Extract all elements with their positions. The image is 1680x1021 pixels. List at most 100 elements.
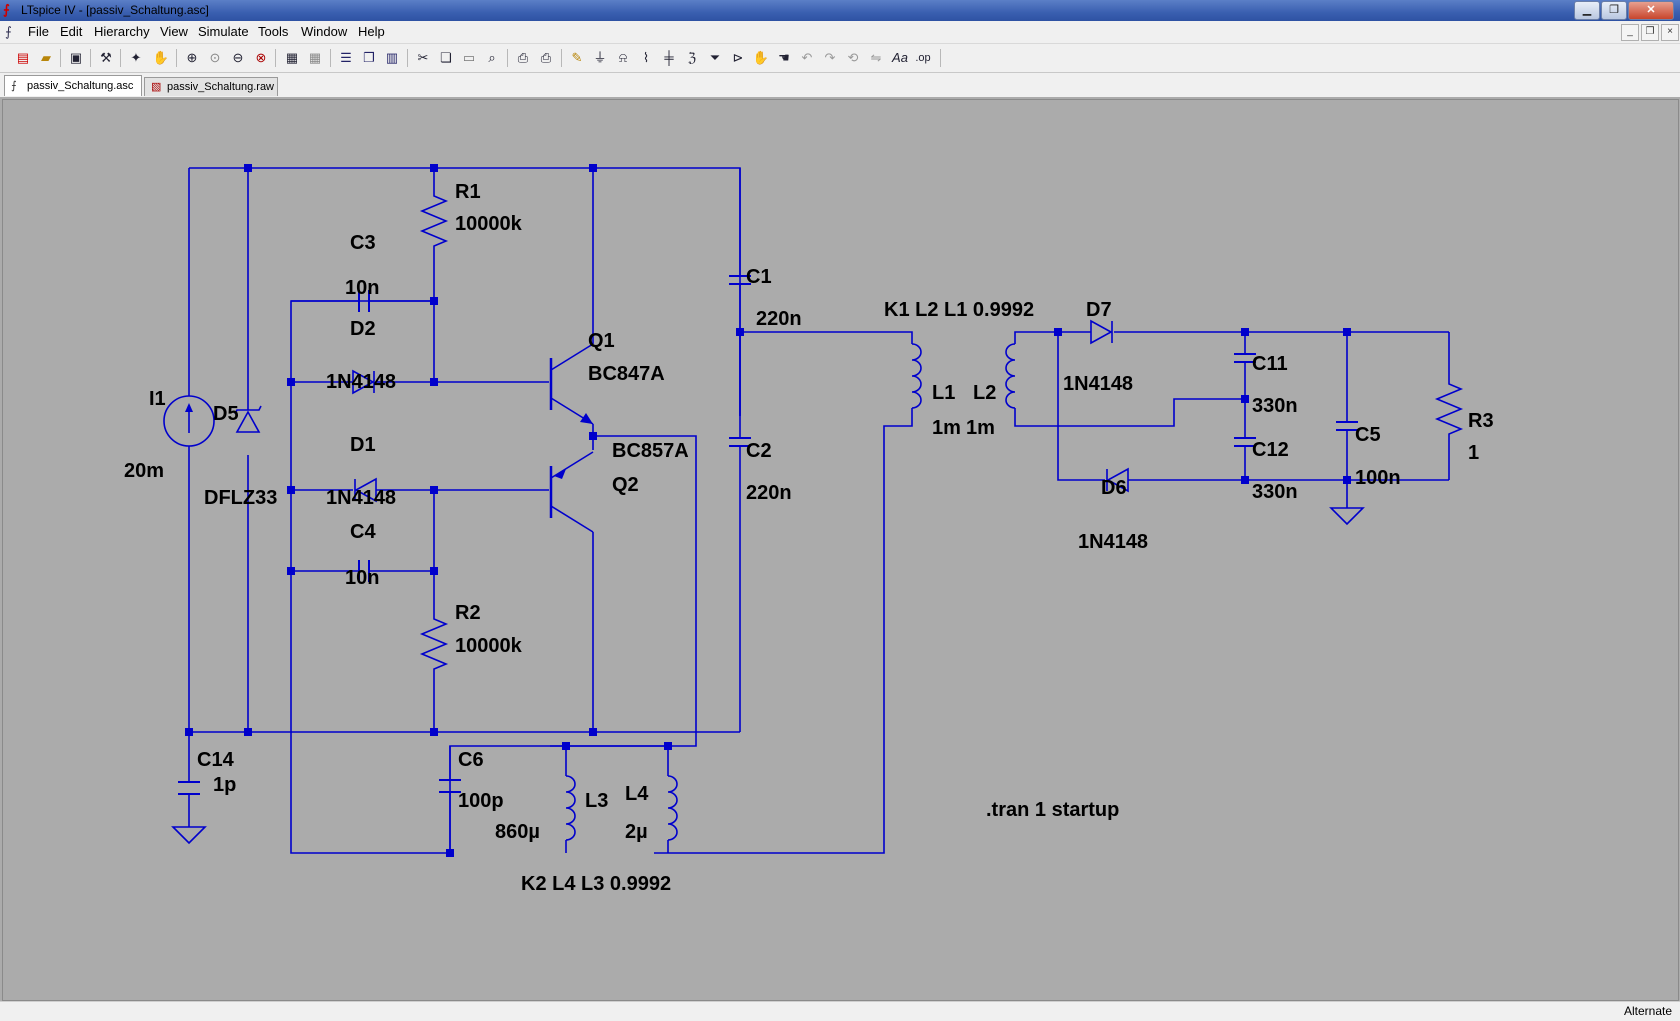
menu-edit[interactable]: Edit <box>60 24 83 39</box>
drag-icon[interactable]: ☚ <box>778 50 790 65</box>
d5-name[interactable]: D5 <box>213 403 239 425</box>
label-net-icon[interactable]: ⍾ <box>618 50 628 65</box>
move-icon[interactable]: ✋ <box>752 50 770 65</box>
d6-name[interactable]: D6 <box>1101 477 1127 499</box>
paste-icon[interactable]: ▭ <box>462 50 476 65</box>
mirror-icon[interactable]: ⇋ <box>870 50 882 65</box>
k2-coupling[interactable]: K2 L4 L3 0.9992 <box>521 873 671 895</box>
l2-value[interactable]: 1m <box>966 417 995 439</box>
c12-name[interactable]: C12 <box>1252 439 1289 461</box>
menu-help[interactable]: Help <box>358 24 385 39</box>
c14-name[interactable]: C14 <box>197 749 235 771</box>
capacitor-icon[interactable]: ╪ <box>664 50 674 65</box>
c2-value[interactable]: 220n <box>746 482 792 504</box>
menu-view[interactable]: View <box>160 24 188 39</box>
component-icon[interactable]: ⊳ <box>732 50 744 65</box>
d7-value[interactable]: 1N4148 <box>1063 373 1133 395</box>
i1-name[interactable]: I1 <box>149 388 166 410</box>
undo-icon[interactable]: ↶ <box>801 50 813 65</box>
close-button[interactable]: ✕ <box>1628 1 1674 20</box>
l1-name[interactable]: L1 <box>932 382 955 404</box>
delete-trace-icon[interactable]: ▦ <box>308 50 322 65</box>
c5-name[interactable]: C5 <box>1355 424 1381 446</box>
find-icon[interactable]: ⌕ <box>488 50 496 65</box>
copy-icon[interactable]: ❏ <box>440 50 452 65</box>
c11-value[interactable]: 330n <box>1252 395 1298 417</box>
wire-icon[interactable]: ✎ <box>571 50 583 65</box>
c4-name[interactable]: C4 <box>350 521 376 543</box>
c6-name[interactable]: C6 <box>458 749 484 771</box>
q1-name[interactable]: Q1 <box>588 330 615 352</box>
tab-schematic[interactable]: ⨍passiv_Schaltung.asc <box>4 75 142 96</box>
redo-icon[interactable]: ↷ <box>824 50 836 65</box>
r3-name[interactable]: R3 <box>1468 410 1494 432</box>
menu-hierarchy[interactable]: Hierarchy <box>94 24 150 39</box>
control-panel-icon[interactable]: ⚒ <box>100 50 112 65</box>
r2-value[interactable]: 10000k <box>455 635 523 657</box>
c3-name[interactable]: C3 <box>350 232 376 254</box>
k1-coupling[interactable]: K1 L2 L1 0.9992 <box>884 299 1034 321</box>
l1-value[interactable]: 1m <box>932 417 961 439</box>
q1-value[interactable]: BC847A <box>588 363 665 385</box>
halt-icon[interactable]: ✋ <box>152 50 170 65</box>
i1-value[interactable]: 20m <box>124 460 164 482</box>
text-icon[interactable]: Aa <box>892 50 908 65</box>
q2-value[interactable]: BC857A <box>612 440 689 462</box>
c1-name[interactable]: C1 <box>746 266 772 288</box>
inductor-icon[interactable]: ℨ <box>687 50 696 65</box>
zoom-out-icon[interactable]: ⊖ <box>232 50 244 65</box>
q2-name[interactable]: Q2 <box>612 474 639 496</box>
mdi-minimize-button[interactable]: _ <box>1621 24 1639 41</box>
d5-value[interactable]: DFLZ33 <box>204 487 277 509</box>
r3-value[interactable]: 1 <box>1468 442 1479 464</box>
mdi-restore-button[interactable]: ❐ <box>1641 24 1659 41</box>
c11-name[interactable]: C11 <box>1252 353 1288 375</box>
tile-vertical-icon[interactable]: ▥ <box>385 50 399 65</box>
c5-value[interactable]: 100n <box>1355 467 1401 489</box>
d2-name[interactable]: D2 <box>350 318 376 340</box>
d2-value[interactable]: 1N4148 <box>326 371 396 393</box>
cut-icon[interactable]: ✂ <box>417 50 429 65</box>
schematic-canvas[interactable]: R1 10000k C3 10n D2 1N4148 Q1 BC847A C1 … <box>2 99 1679 1001</box>
schematic-doc-icon[interactable]: ⨍ <box>5 24 12 39</box>
open-icon[interactable]: ▰ <box>41 50 51 65</box>
mdi-close-button[interactable]: × <box>1661 24 1679 41</box>
save-icon[interactable]: ▣ <box>69 50 83 65</box>
l3-value[interactable]: 860µ <box>495 821 540 843</box>
c12-value[interactable]: 330n <box>1252 481 1298 503</box>
r1-name[interactable]: R1 <box>455 181 481 203</box>
r1-value[interactable]: 10000k <box>455 213 523 235</box>
zoom-cancel-icon[interactable]: ⊗ <box>255 50 267 65</box>
minimize-button[interactable]: ▁ <box>1574 1 1600 20</box>
l4-value[interactable]: 2µ <box>625 821 648 843</box>
menu-file[interactable]: File <box>28 24 49 39</box>
rotate-icon[interactable]: ⟲ <box>847 50 859 65</box>
run-icon[interactable]: ✦ <box>130 50 142 65</box>
print-setup-icon[interactable]: ⎙ <box>517 50 529 65</box>
c2-name[interactable]: C2 <box>746 440 772 462</box>
spice-directive[interactable]: .tran 1 startup <box>986 799 1119 821</box>
d1-name[interactable]: D1 <box>350 434 376 456</box>
l2-name[interactable]: L2 <box>973 382 996 404</box>
menu-tools[interactable]: Tools <box>258 24 289 39</box>
pan-icon[interactable]: ⊙ <box>209 50 221 65</box>
d6-value[interactable]: 1N4148 <box>1078 531 1148 553</box>
c4-value[interactable]: 10n <box>345 567 379 589</box>
c3-value[interactable]: 10n <box>345 277 379 299</box>
tile-horizontal-icon[interactable]: ☰ <box>340 50 352 65</box>
tab-waveform[interactable]: ▧passiv_Schaltung.raw <box>144 77 278 96</box>
r2-name[interactable]: R2 <box>455 602 481 624</box>
l4-name[interactable]: L4 <box>625 783 649 805</box>
l3-name[interactable]: L3 <box>585 790 608 812</box>
resistor-icon[interactable]: ⌇ <box>642 50 650 65</box>
diode-icon[interactable]: ⏷ <box>709 50 721 65</box>
c6-value[interactable]: 100p <box>458 790 504 812</box>
c14-value[interactable]: 1p <box>213 774 236 796</box>
d7-name[interactable]: D7 <box>1086 299 1112 321</box>
menu-window[interactable]: Window <box>301 24 348 39</box>
autorange-icon[interactable]: ▦ <box>285 50 299 65</box>
ground-icon[interactable]: ⏚ <box>593 50 607 65</box>
zoom-in-icon[interactable]: ⊕ <box>186 50 198 65</box>
d1-value[interactable]: 1N4148 <box>326 487 396 509</box>
menu-simulate[interactable]: Simulate <box>198 24 249 39</box>
